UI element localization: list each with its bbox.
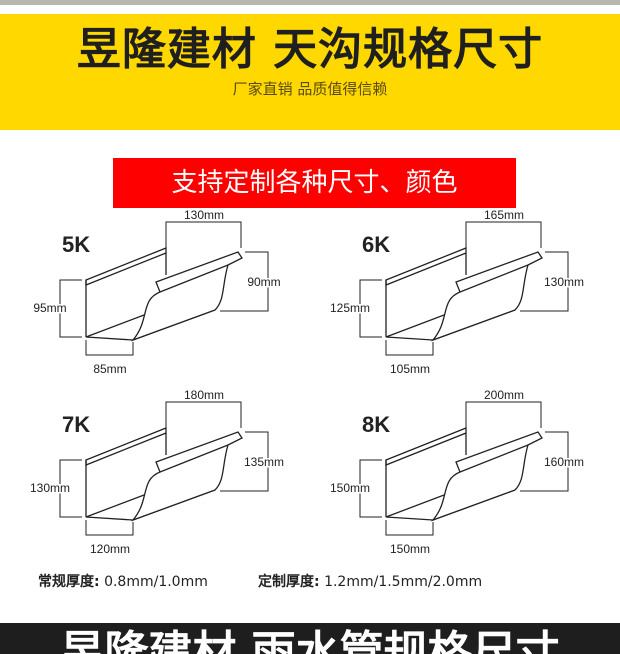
- gutter-model-label: 5K: [62, 232, 90, 257]
- page-subtitle: 厂家直销 品质值得信赖: [232, 80, 388, 98]
- top-width-label: 180mm: [184, 388, 224, 402]
- bottom-width-label: 85mm: [93, 362, 126, 376]
- top-width-label: 130mm: [184, 208, 224, 222]
- standard-thickness-label: 常规厚度:: [38, 574, 100, 590]
- back-wall-rim: [85, 247, 167, 286]
- front-lip-line: [459, 444, 529, 473]
- bottom-width-dimension: [85, 520, 134, 536]
- header-band: [0, 14, 620, 130]
- standard-thickness: 常规厚度: 0.8mm/1.0mm: [38, 572, 208, 592]
- back-height-dimension: [59, 279, 82, 338]
- front-height-label: 135mm: [244, 455, 284, 469]
- gutter-diagrams: 5K 130mm 90mm 95mm 85mm 6K 165mm 130mm 125mm 105m…: [28, 207, 585, 558]
- back-height-label: 95mm: [33, 301, 66, 315]
- front-profile: [130, 251, 243, 342]
- gutter-6k: 6K 165mm 130mm 125mm 105mm: [328, 207, 585, 378]
- front-height-dimension: [220, 431, 269, 492]
- gutter-8k: 8K 200mm 160mm 150mm 150mm: [328, 387, 585, 558]
- back-height-dimension: [359, 459, 382, 518]
- back-wall-rim: [385, 427, 467, 466]
- front-height-dimension: [520, 251, 569, 312]
- custom-thickness: 定制厚度: 1.2mm/1.5mm/2.0mm: [258, 572, 482, 592]
- back-wall-rim: [85, 427, 167, 466]
- gutter-model-label: 6K: [362, 232, 390, 257]
- bottom-width-label: 120mm: [90, 542, 130, 556]
- top-width-dimension: [165, 221, 242, 248]
- front-profile: [130, 431, 243, 522]
- front-height-dimension: [220, 251, 269, 312]
- back-height-label: 150mm: [330, 481, 370, 495]
- front-height-label: 90mm: [247, 275, 280, 289]
- back-height-label: 130mm: [30, 481, 70, 495]
- bottom-width-label: 150mm: [390, 542, 430, 556]
- front-profile: [430, 251, 543, 342]
- footer-title: 昱隆建材 雨水管规格尺寸: [0, 623, 620, 654]
- custom-thickness-label: 定制厚度:: [258, 574, 320, 590]
- front-height-label: 160mm: [544, 455, 584, 469]
- gutter-model-label: 7K: [62, 412, 90, 437]
- front-lip-line: [159, 444, 229, 473]
- gutter-7k: 7K 180mm 135mm 130mm 120mm: [28, 387, 285, 558]
- page-title: 昱隆建材 天沟规格尺寸: [76, 24, 544, 75]
- custom-banner: 支持定制各种尺寸、颜色: [113, 158, 516, 208]
- front-height-dimension: [520, 431, 569, 492]
- top-width-dimension: [465, 401, 542, 428]
- top-image-strip: [0, 0, 620, 5]
- back-wall-rim: [385, 247, 467, 286]
- bottom-width-dimension: [385, 520, 434, 536]
- footer-title-text: 昱隆建材 雨水管规格尺寸: [60, 627, 560, 654]
- back-height-dimension: [359, 279, 382, 338]
- top-width-dimension: [465, 221, 542, 248]
- gutter-5k: 5K 130mm 90mm 95mm 85mm: [32, 207, 282, 378]
- bottom-width-dimension: [385, 340, 434, 356]
- top-width-label: 200mm: [484, 388, 524, 402]
- front-lip-line: [459, 264, 529, 293]
- standard-thickness-value: 0.8mm/1.0mm: [104, 574, 208, 590]
- top-width-dimension: [165, 401, 242, 428]
- front-height-label: 130mm: [544, 275, 584, 289]
- gutter-model-label: 8K: [362, 412, 390, 437]
- footer-band: 昱隆建材 雨水管规格尺寸: [0, 623, 620, 654]
- top-width-label: 165mm: [484, 208, 524, 222]
- custom-thickness-value: 1.2mm/1.5mm/2.0mm: [324, 574, 483, 590]
- back-height-dimension: [59, 459, 82, 518]
- front-profile: [430, 431, 543, 522]
- bottom-width-label: 105mm: [390, 362, 430, 376]
- back-height-label: 125mm: [330, 301, 370, 315]
- front-lip-line: [159, 264, 229, 293]
- bottom-width-dimension: [85, 340, 134, 356]
